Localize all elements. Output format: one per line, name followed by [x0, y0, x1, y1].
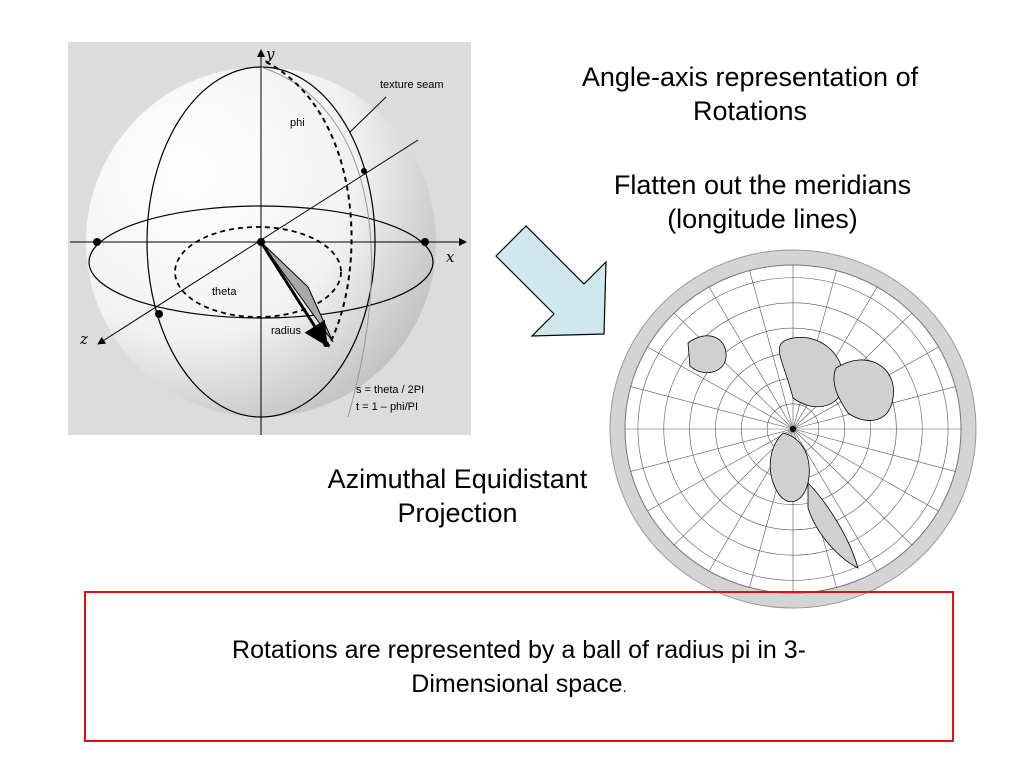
- map-meridian: [792, 428, 939, 512]
- map-meridian: [792, 428, 913, 546]
- map-meridian: [673, 312, 794, 430]
- radius-arrow: [259, 241, 328, 347]
- summary-text-part-2: Dimensional space: [411, 670, 623, 698]
- map-meridian: [792, 428, 956, 472]
- origin-point: [257, 238, 265, 246]
- y-axis-label: y: [265, 45, 275, 63]
- map-meridian: [749, 270, 794, 430]
- texture-seam-arc: [260, 66, 372, 418]
- texture-seam-pointer: [349, 96, 387, 133]
- slide-heading: Angle-axis representation of Rotations: [520, 60, 980, 128]
- projection-caption: Azimuthal Equidistant Projection: [270, 462, 645, 530]
- phi-arc: [265, 61, 353, 348]
- theta-label: theta: [212, 286, 237, 298]
- caption-line-1: Azimuthal Equidistant: [327, 464, 588, 494]
- map-meridian: [630, 428, 794, 472]
- arrow-shape: [495, 225, 607, 337]
- transition-arrow-icon: [495, 225, 607, 337]
- map-meridian: [708, 286, 794, 430]
- x-axis-label: x: [446, 248, 455, 266]
- map-meridian: [647, 346, 794, 430]
- summary-text-part-1: Rotations are represented by a ball of r…: [232, 636, 806, 664]
- formula-s: s = theta / 2PI: [356, 384, 424, 396]
- landmass-far-south: [807, 482, 859, 569]
- sphere-diagram: y x z texture seam phi theta radius s = …: [68, 42, 471, 435]
- summary-text: Rotations are represented by a ball of r…: [86, 633, 952, 705]
- summary-period: .: [622, 679, 627, 696]
- x-neg-point: [93, 238, 101, 246]
- map-meridian: [630, 386, 794, 430]
- z-axis-label: z: [79, 330, 88, 348]
- map-landmasses: [687, 335, 894, 569]
- seam-point: [361, 168, 367, 174]
- landmass-northwest: [687, 335, 727, 374]
- landmass-north: [778, 336, 845, 407]
- texture-seam-label: texture seam: [380, 79, 444, 91]
- heading-line-2: Rotations: [692, 96, 808, 126]
- subheading-line-1: Flatten out the meridians: [613, 170, 912, 200]
- slide-subheading: Flatten out the meridians (longitude lin…: [555, 168, 970, 236]
- map-meridian: [647, 428, 794, 512]
- summary-box: Rotations are represented by a ball of r…: [84, 591, 954, 742]
- formula-t: t = 1 – phi/PI: [356, 401, 418, 413]
- subheading-line-2: (longitude lines): [667, 204, 858, 234]
- x-pos-point: [421, 238, 429, 246]
- map-center-pole: [790, 426, 796, 432]
- azimuthal-projection-map: [609, 249, 977, 609]
- radius-label: radius: [271, 325, 301, 337]
- caption-line-2: Projection: [397, 498, 518, 528]
- phi-label: phi: [290, 117, 305, 129]
- z-point: [155, 310, 163, 318]
- landmass-east: [833, 359, 894, 421]
- theta-loop: [174, 226, 342, 318]
- map-meridian: [792, 428, 878, 572]
- landmass-south: [769, 432, 810, 503]
- radius-tip-point: [323, 341, 329, 347]
- heading-line-1: Angle-axis representation of: [581, 62, 919, 92]
- theta-wedge: [260, 241, 334, 343]
